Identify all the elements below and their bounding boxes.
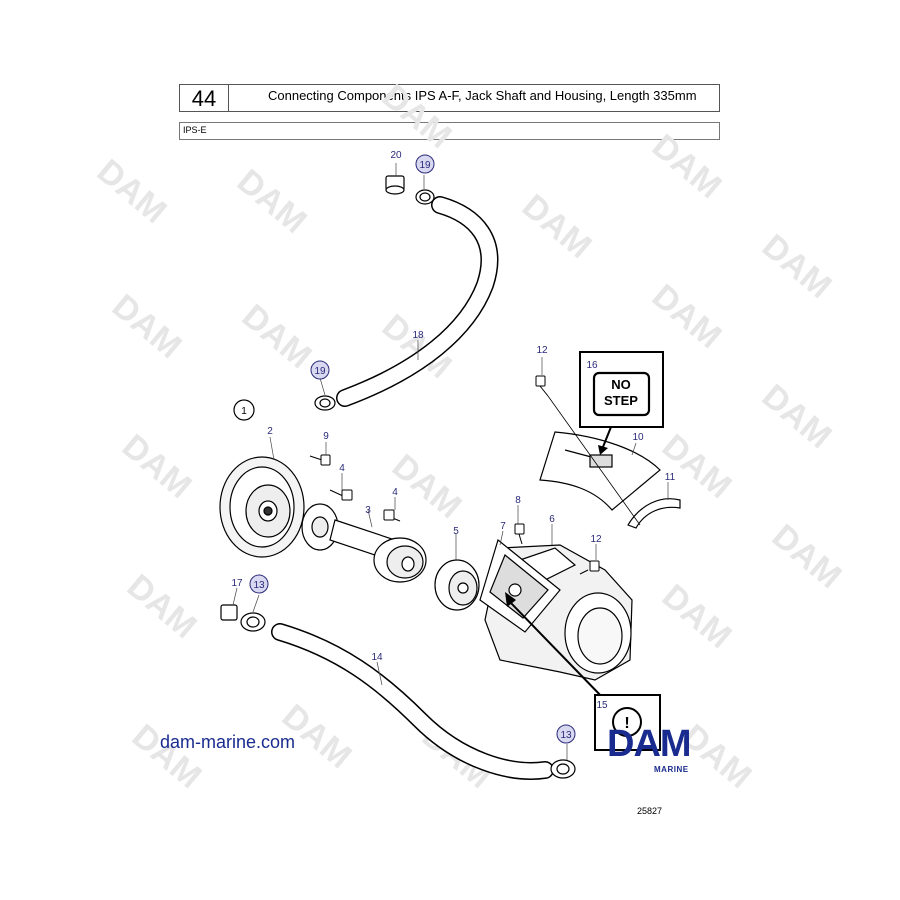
dam-logo: DAM <box>607 723 692 765</box>
lower-hose <box>271 623 554 780</box>
bolt <box>535 375 549 397</box>
watermark: DAM <box>235 297 319 376</box>
leader-lines <box>232 163 669 760</box>
callout-3: 3 <box>365 505 371 516</box>
upper-hose <box>336 196 499 407</box>
callout-12: 12 <box>536 345 548 356</box>
watermark: DAM <box>765 517 849 596</box>
bolt <box>579 560 600 575</box>
watermark: DAM <box>115 427 199 506</box>
callout-10: 10 <box>632 432 644 443</box>
shim <box>627 498 681 529</box>
callout-9: 9 <box>323 431 329 442</box>
callout-17: 17 <box>231 578 243 589</box>
bolt <box>329 489 353 501</box>
watermark: DAM <box>645 277 729 356</box>
lower-fitting <box>220 604 576 779</box>
cover <box>539 431 661 511</box>
website-link[interactable]: dam-marine.com <box>160 732 296 752</box>
page-title: Connecting Components IPS A-F, Jack Shaf… <box>268 88 697 103</box>
callout-13: 13 <box>253 580 265 591</box>
callout-1: 1 <box>241 406 247 417</box>
warning-detail: ! <box>505 592 661 751</box>
callout-7: 7 <box>500 521 506 532</box>
watermark: DAM <box>645 127 729 206</box>
watermark: DAM <box>90 152 174 231</box>
callout-4: 4 <box>339 463 345 474</box>
watermark: DAM <box>120 567 204 646</box>
bolt <box>383 509 401 522</box>
leader-line <box>547 395 641 526</box>
callout-18: 18 <box>412 330 424 341</box>
callout-12: 12 <box>590 534 602 545</box>
callout-20: 20 <box>390 150 402 161</box>
logo-text: DAM <box>607 723 691 765</box>
upper-fitting <box>314 175 435 411</box>
drawing-number: 25827 <box>637 806 663 816</box>
watermark: DAM <box>230 162 314 241</box>
bolt <box>309 454 331 466</box>
model-box: IPS-E <box>179 122 720 140</box>
logo-subtitle: MARINE <box>654 765 689 774</box>
callout-2: 2 <box>267 426 273 437</box>
callout-6: 6 <box>549 514 555 525</box>
watermark: DAM <box>755 377 839 456</box>
no-step-text: STEP <box>604 393 638 408</box>
callout-19: 19 <box>314 366 326 377</box>
callout-8: 8 <box>515 495 521 506</box>
callout-19: 19 <box>419 160 431 171</box>
coupling <box>434 559 480 611</box>
housing-plate <box>479 538 561 633</box>
callout-14: 14 <box>371 652 383 663</box>
watermark: DAM <box>655 577 739 656</box>
callout-15: 15 <box>596 700 608 711</box>
watermark: DAM <box>515 187 599 266</box>
page-number: 44 <box>180 85 229 111</box>
watermark: DAM <box>105 287 189 366</box>
watermarks: DAM DAM DAM DAM DAM DAM DAM DAM DAM DAM … <box>90 77 849 796</box>
callouts: 20 19 18 19 12 16 1 2 9 4 3 4 5 7 8 6 12… <box>231 150 676 744</box>
page-header: 44 Connecting Components IPS A-F, Jack S… <box>179 84 720 112</box>
watermark: DAM <box>755 227 839 306</box>
no-step-text: NO <box>611 377 631 392</box>
callout-4: 4 <box>392 487 398 498</box>
watermark: DAM <box>375 77 459 156</box>
watermark: DAM <box>125 717 209 796</box>
drive-flange <box>219 456 305 558</box>
model-label: IPS-E <box>183 125 207 135</box>
callout-5: 5 <box>453 526 459 537</box>
callout-11: 11 <box>665 472 676 483</box>
bolt <box>514 523 525 545</box>
warning-icon: ! <box>624 715 629 732</box>
callout-13: 13 <box>560 730 572 741</box>
jack-shaft <box>301 503 427 583</box>
watermark: DAM <box>655 427 739 506</box>
callout-16: 16 <box>586 360 598 371</box>
no-step-detail: NO STEP <box>579 351 664 455</box>
